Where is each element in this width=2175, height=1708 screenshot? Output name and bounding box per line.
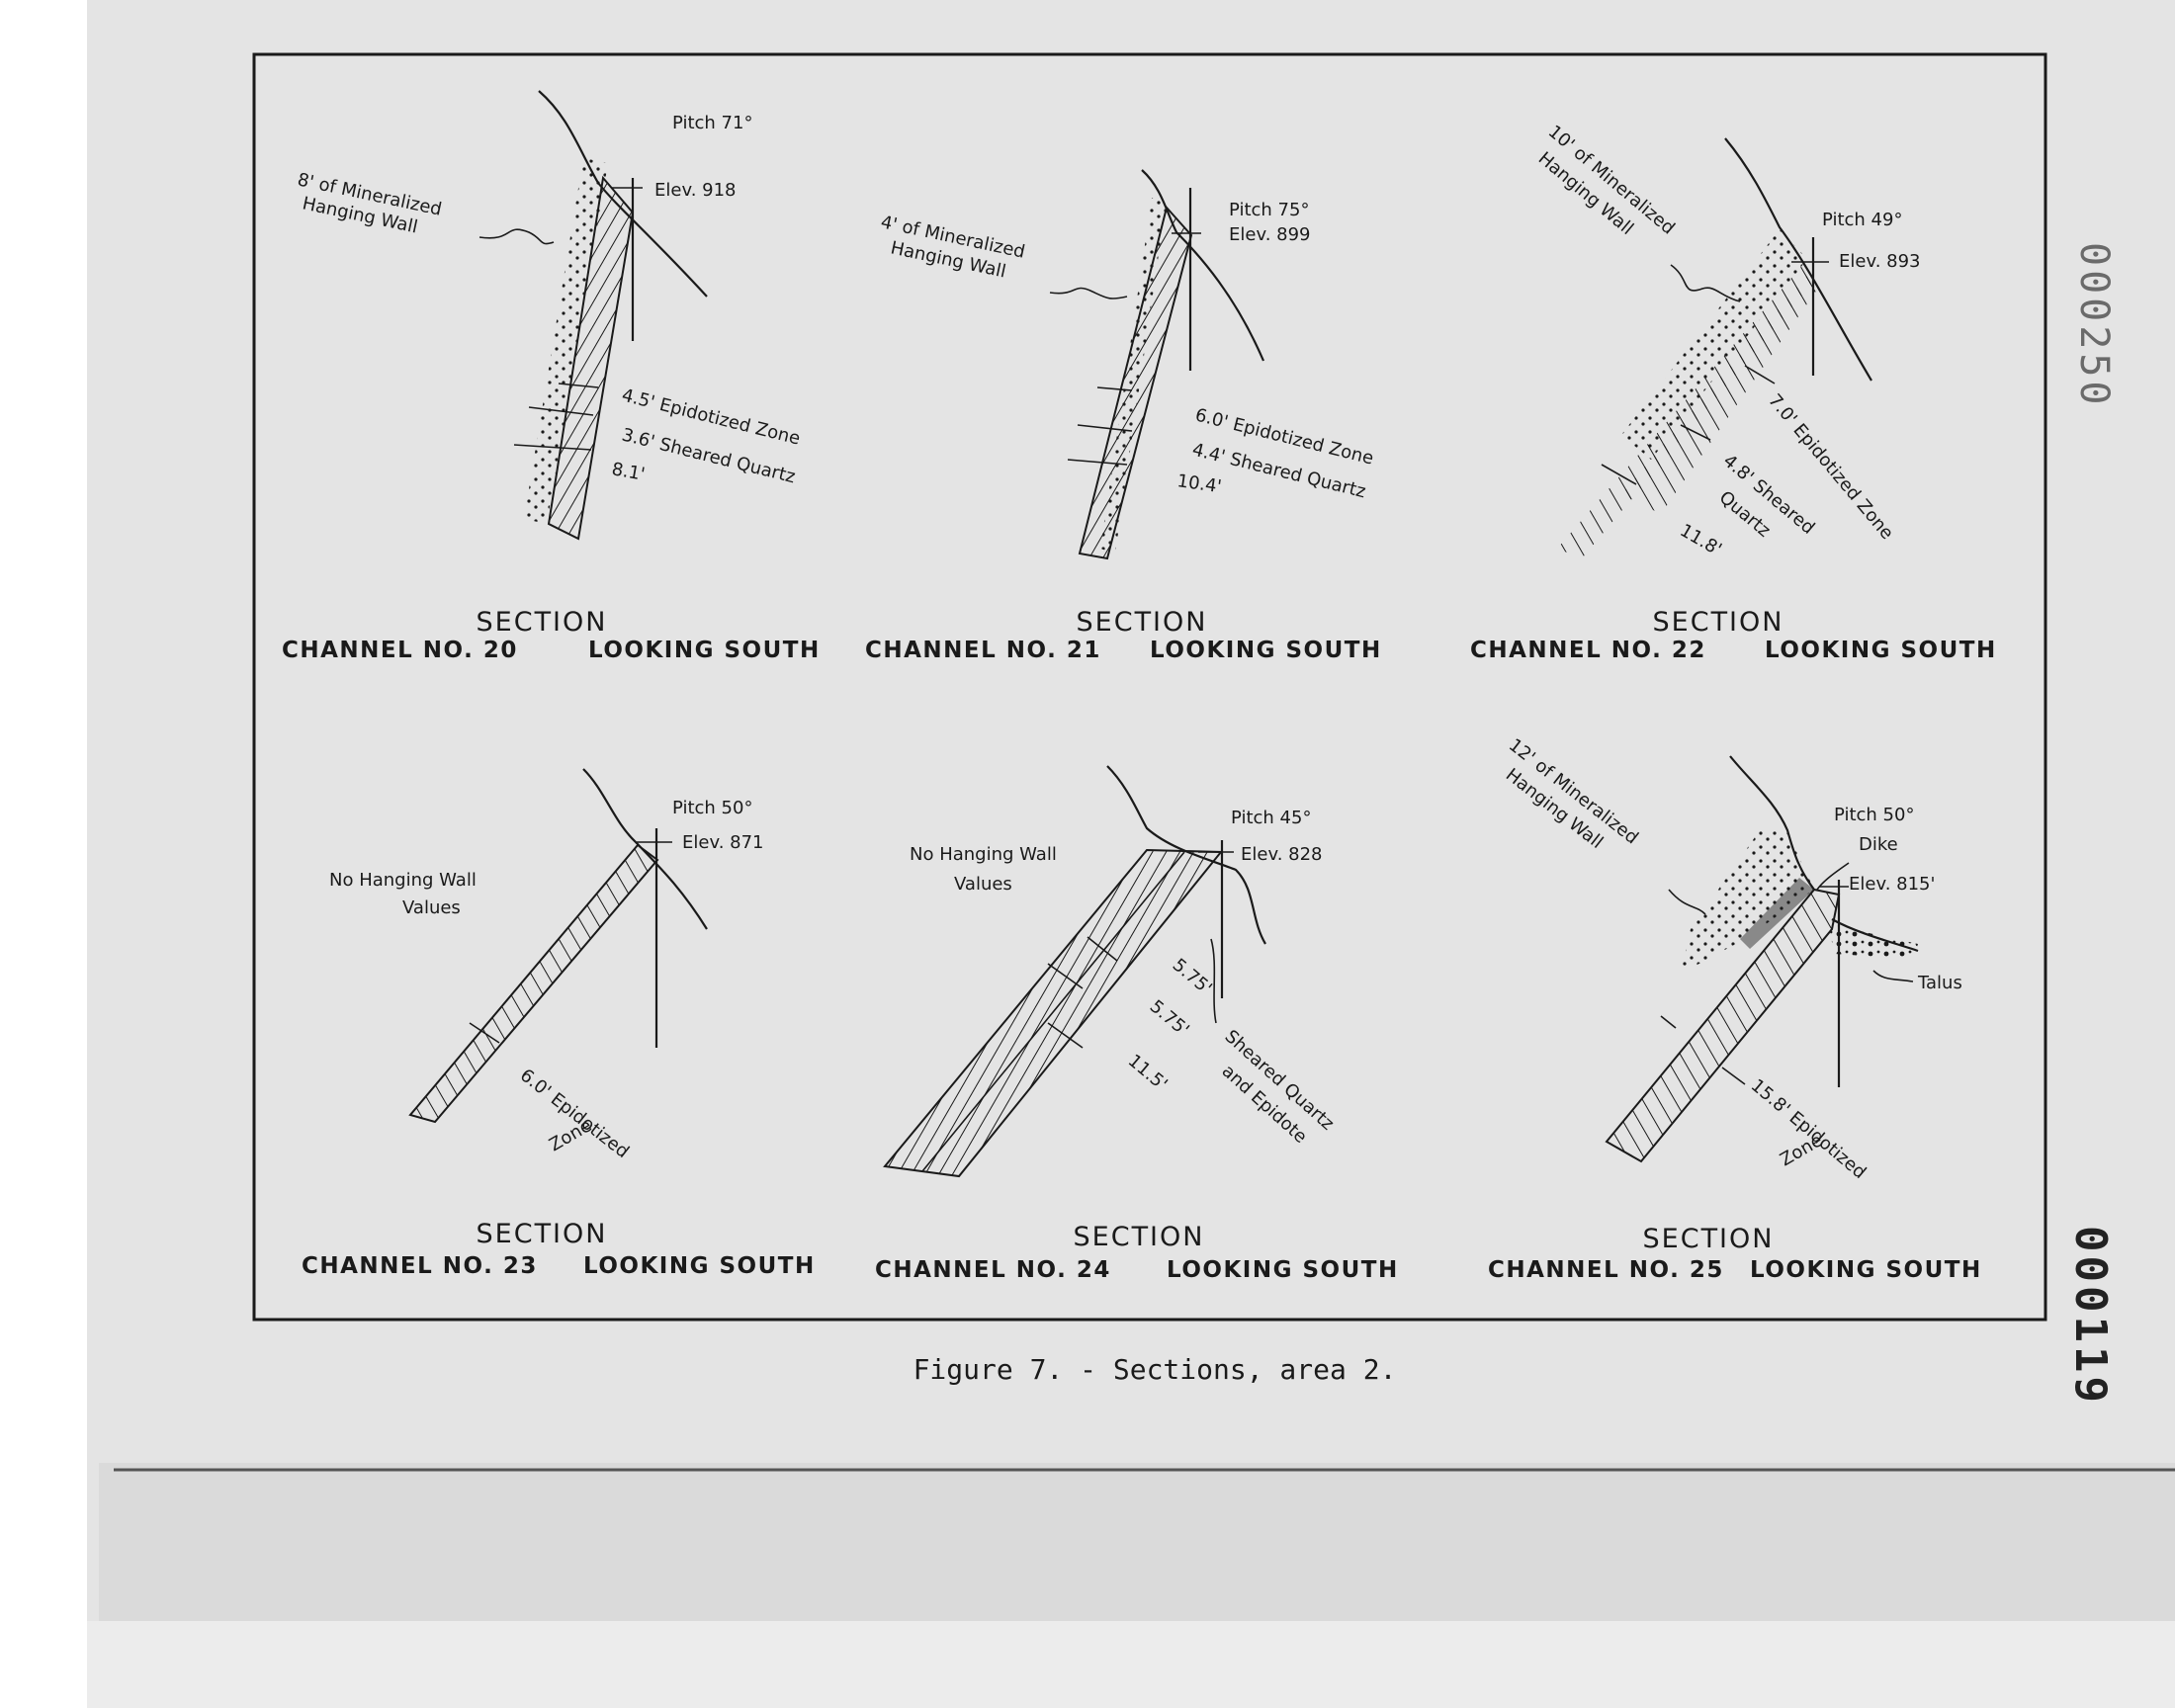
view-direction: LOOKING SOUTH — [1150, 638, 1382, 663]
note-line2: Values — [402, 897, 461, 918]
elevation-label: Elev. 893 — [1839, 251, 1921, 272]
section-title: SECTION — [1077, 607, 1208, 638]
pitch-label: Pitch 75° — [1229, 200, 1309, 220]
elevation-label: Elev. 899 — [1229, 224, 1311, 245]
channel-number: CHANNEL NO. 25 — [1488, 1257, 1724, 1283]
zone-tick-2 — [1047, 963, 1084, 989]
vein-divider-line — [921, 851, 1185, 1172]
ground-surface-line — [1724, 137, 1872, 382]
hanging-wall-leader — [1670, 264, 1741, 302]
view-direction: LOOKING SOUTH — [583, 1253, 816, 1279]
zone-tick-2 — [1721, 1067, 1746, 1085]
section-title: SECTION — [477, 607, 608, 638]
vein-hatched-band — [1605, 888, 1841, 1163]
pitch-label: Pitch 50° — [1834, 805, 1914, 825]
channel-number: CHANNEL NO. 20 — [282, 638, 518, 663]
section-channel-22: Pitch 49° Elev. 893 10' of Mineralized H… — [1470, 122, 1997, 663]
elevation-label: Elev. 828 — [1241, 844, 1323, 865]
zone-label-total: 8.1' — [610, 459, 647, 485]
hanging-wall-stipple — [524, 158, 608, 524]
channel-number: CHANNEL NO. 22 — [1470, 638, 1706, 663]
section-channel-21: Pitch 75° Elev. 899 4' of Mineralized Ha… — [865, 169, 1382, 663]
zone-label-epidotized: 6.0' Epidotized — [516, 1065, 633, 1162]
zone-tick-1 — [469, 1022, 500, 1044]
section-title: SECTION — [1643, 1224, 1775, 1254]
section-title: SECTION — [1074, 1222, 1205, 1252]
zone-label-epidotized: 15.8' Epidotized — [1747, 1075, 1870, 1183]
hanging-wall-leader — [1049, 287, 1128, 299]
pitch-label: Pitch 50° — [672, 798, 752, 818]
elevation-label: Elev. 815' — [1849, 874, 1935, 895]
section-channel-20: Pitch 71° Elev. 918 8' of Mineralized Ha… — [282, 90, 821, 663]
dike-band — [1740, 878, 1814, 949]
channel-number: CHANNEL NO. 24 — [875, 1257, 1111, 1283]
elevation-label: Elev. 918 — [654, 180, 737, 201]
zone-tick-3 — [513, 444, 592, 451]
view-direction: LOOKING SOUTH — [1167, 1257, 1399, 1283]
note-line1: No Hanging Wall — [910, 844, 1057, 865]
section-title: SECTION — [1653, 607, 1784, 638]
dike-leader — [1816, 862, 1850, 891]
zone-tick-2 — [528, 406, 594, 416]
note-line2: Values — [954, 874, 1012, 895]
pitch-label: Pitch 71° — [672, 113, 752, 133]
zone-label-5-75-a: 5.75' — [1169, 955, 1216, 999]
zone-label-total: 11.8' — [1677, 520, 1725, 560]
vein-hatched-band — [408, 843, 659, 1124]
zone-label-total: 10.4' — [1175, 470, 1223, 497]
section-channel-25: Pitch 50° Dike Elev. 815' Talus 12' of M… — [1488, 734, 1982, 1283]
view-direction: LOOKING SOUTH — [1750, 1257, 1982, 1283]
view-direction: LOOKING SOUTH — [1765, 638, 1997, 663]
margin-stamp-lower: 000119 — [2065, 1226, 2116, 1407]
scanned-document-sheet — [87, 0, 2175, 1708]
talus-dots — [1829, 924, 1918, 959]
channel-number: CHANNEL NO. 23 — [302, 1253, 538, 1279]
zone-tick-3 — [1067, 459, 1128, 466]
section-title: SECTION — [477, 1219, 608, 1249]
zone-tick-1 — [1660, 1015, 1677, 1029]
figure-frame — [252, 52, 2047, 1322]
zone-label-5-75-b: 5.75' — [1146, 996, 1193, 1041]
figure-caption: Figure 7. - Sections, area 2. — [914, 1353, 1397, 1386]
zone-tick-1 — [1744, 365, 1776, 384]
zone-brace — [1210, 938, 1217, 1024]
note-line1: No Hanging Wall — [329, 870, 477, 891]
ground-surface-line — [582, 768, 708, 930]
hanging-wall-stipple — [1681, 830, 1814, 974]
vein-hatched-band-2 — [1621, 267, 1819, 514]
pitch-label: Pitch 45° — [1231, 808, 1311, 828]
scanner-band — [87, 1463, 2175, 1708]
vein-hatched-band — [1078, 205, 1193, 560]
talus-label: Talus — [1917, 973, 1962, 993]
zone-tick-3 — [1047, 1022, 1084, 1049]
talus-leader — [1872, 970, 1914, 982]
channel-number: CHANNEL NO. 21 — [865, 638, 1101, 663]
pitch-label: Pitch 49° — [1822, 210, 1902, 230]
zone-tick-1 — [1087, 936, 1118, 962]
vein-hatched-band — [1557, 262, 1817, 558]
view-direction: LOOKING SOUTH — [588, 638, 821, 663]
zone-label-total: 11.5' — [1124, 1051, 1172, 1095]
elevation-label: Elev. 871 — [682, 832, 764, 853]
zone-tick-3 — [1601, 464, 1637, 485]
section-channel-24: Pitch 45° Elev. 828 No Hanging Wall Valu… — [875, 765, 1399, 1283]
zone-tick-2 — [1680, 424, 1711, 441]
zone-tick-1 — [558, 383, 599, 388]
zone-tick-1 — [1096, 386, 1133, 391]
zone-tick-2 — [1077, 424, 1133, 432]
margin-stamp-upper: 000250 — [2071, 242, 2117, 409]
hanging-wall-stipple — [1621, 229, 1807, 460]
dike-label: Dike — [1859, 834, 1898, 855]
section-channel-23: Pitch 50° Elev. 871 No Hanging Wall Valu… — [302, 768, 816, 1279]
hanging-wall-leader — [1668, 889, 1706, 915]
hanging-wall-leader — [478, 228, 555, 245]
